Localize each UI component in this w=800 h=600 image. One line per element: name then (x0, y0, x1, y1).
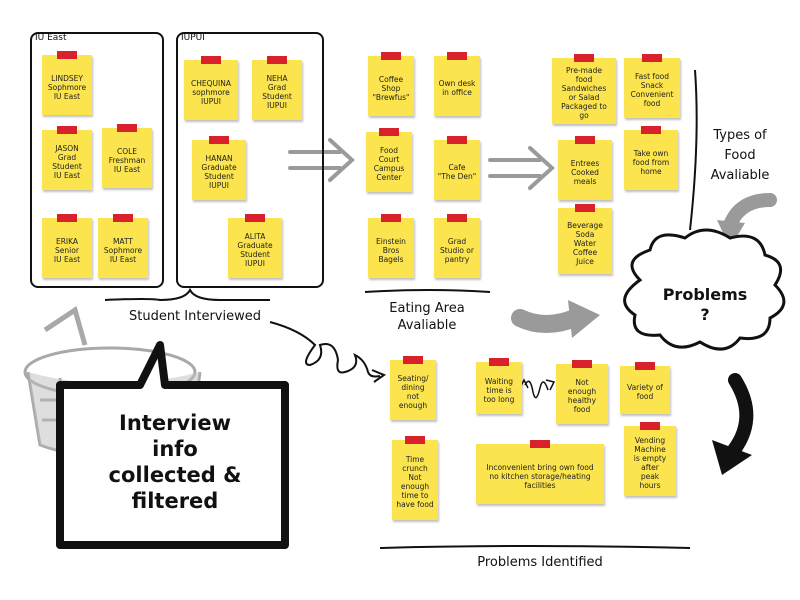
gray-curve-arrow (511, 309, 584, 333)
gray-curve-arrow-2 (723, 193, 777, 232)
eating-brace (364, 289, 491, 293)
note-seating: Seating/ dining not enough (390, 356, 436, 420)
types-bracket (689, 69, 698, 231)
problems-brace (379, 545, 691, 549)
black-curve-arrow (723, 373, 754, 462)
note-waiting: Waiting time is too long (476, 358, 522, 414)
students-interviewed-label: Student Interviewed (128, 309, 261, 324)
speech-bubble (56, 341, 289, 549)
iu-east-group: IU East (30, 32, 164, 288)
note-variety: Variety of food (620, 362, 670, 414)
note-hanan: HANAN Graduate Student IUPUI (192, 136, 246, 200)
gray-arrow-2 (488, 146, 555, 190)
note-chequina: CHEQUINA sophmore IUPUI (184, 56, 238, 120)
gray-arrow-1 (288, 138, 355, 182)
loop-arrow (269, 321, 381, 378)
note-cafe: Cafe "The Den" (434, 136, 480, 200)
note-beverage: Beverage Soda Water Coffee Juice (558, 204, 612, 274)
note-lindsey: LINDSEY Sophmore IU East (42, 51, 92, 115)
problems-identified-label: Problems Identified (477, 555, 603, 570)
note-erika: ERIKA Senior IU East (42, 214, 92, 278)
eating-area-label: Eating Area Avaliable (389, 301, 465, 333)
note-grad: Grad Studio or pantry (434, 214, 480, 278)
note-desk: Own desk in office (434, 52, 480, 116)
squiggle-arrow (524, 380, 549, 399)
note-premade: Pre-made food Sandwiches or Salad Packag… (552, 54, 616, 124)
note-foodcourt: Food Court Campus Center (366, 128, 412, 192)
note-vending: Vending Machine is empty after peak hour… (624, 422, 676, 496)
iupui-group: IUPUI (176, 32, 324, 288)
note-fastfood: Fast food Snack Convenient food (624, 54, 680, 118)
problems-cloud-label: Problems ? (662, 285, 748, 324)
note-matt: MATT Sophmore IU East (98, 214, 148, 278)
note-alita: ALITA Graduate Student IUPUI (228, 214, 282, 278)
types-food-label: Types of Food Avaliable (710, 128, 770, 183)
loop-arrow-head (371, 369, 387, 383)
problems-cloud (623, 228, 786, 351)
note-neha: NEHA Grad Student IUPUI (252, 56, 302, 120)
students-brace (104, 287, 270, 302)
iu-east-label: IU East (35, 33, 67, 43)
note-timecrunch: Time crunch Not enough time to have food (392, 436, 438, 520)
note-coffee: Coffee Shop "Brewfus" (368, 52, 414, 116)
iupui-label: IUPUI (181, 33, 205, 43)
note-jason: JASON Grad Student IU East (42, 126, 92, 190)
note-einstein: Einstein Bros Bagels (368, 214, 414, 278)
note-cole: COLE Freshman IU East (102, 124, 152, 188)
note-entrees: Entrees Cooked meals (558, 136, 612, 200)
interview-info-label: Interview info collected & filtered (108, 411, 242, 513)
note-takeown: Take own food from home (624, 126, 678, 190)
note-inconvenient: Inconvenient bring own food no kitchen s… (476, 440, 604, 504)
note-healthy: Not enough healthy food (556, 360, 608, 424)
